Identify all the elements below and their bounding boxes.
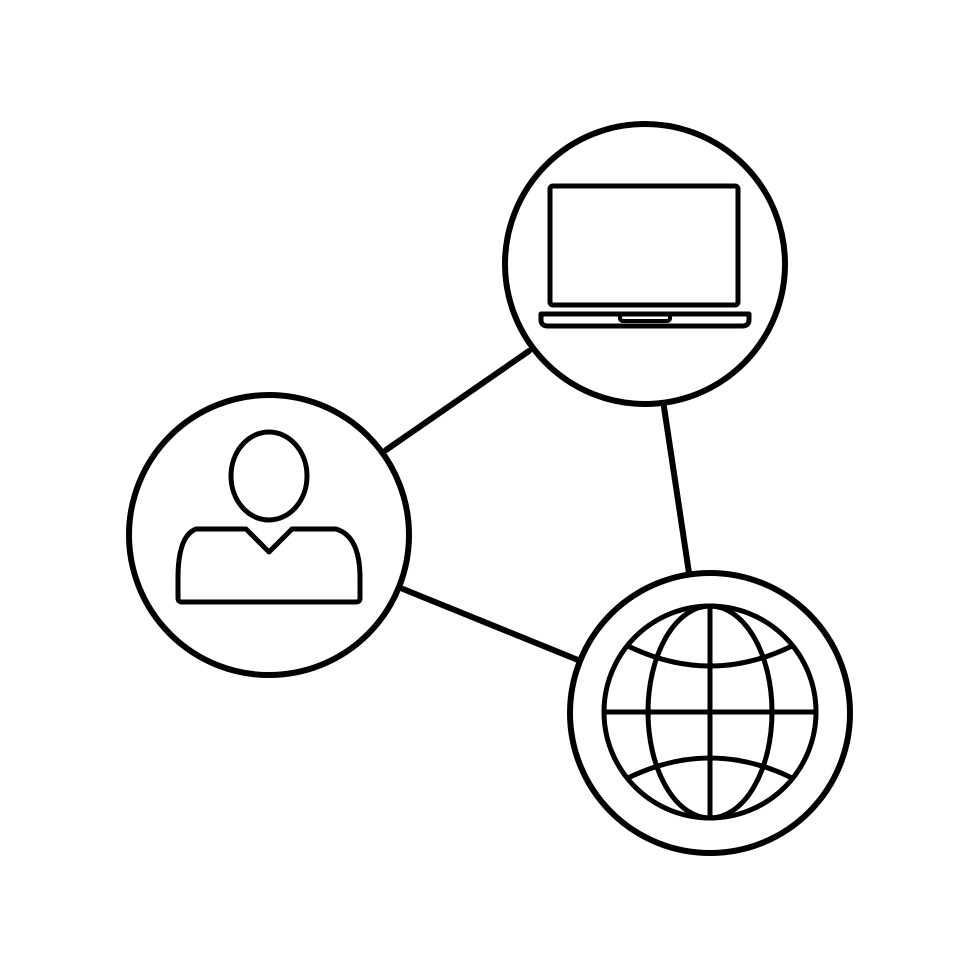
laptop-screen <box>547 183 741 308</box>
edge-user-globe <box>400 586 581 663</box>
edges <box>383 348 692 663</box>
globe-parallel-north <box>625 643 795 669</box>
globe-node <box>567 570 853 856</box>
user-node <box>126 392 412 678</box>
laptop-node <box>502 121 788 407</box>
laptop-base <box>538 311 752 329</box>
globe-parallel-south <box>625 755 795 781</box>
user-node-circle <box>126 392 412 678</box>
globe-icon <box>601 603 819 821</box>
laptop-touchpad <box>618 312 672 323</box>
edge-user-laptop <box>383 348 532 453</box>
edge-laptop-globe <box>661 404 692 576</box>
laptop-icon <box>538 183 752 329</box>
user-head <box>228 429 310 523</box>
globe-node-circle <box>567 570 853 856</box>
user-icon <box>175 429 363 605</box>
laptop-node-circle <box>502 121 788 407</box>
user-body <box>175 526 363 605</box>
